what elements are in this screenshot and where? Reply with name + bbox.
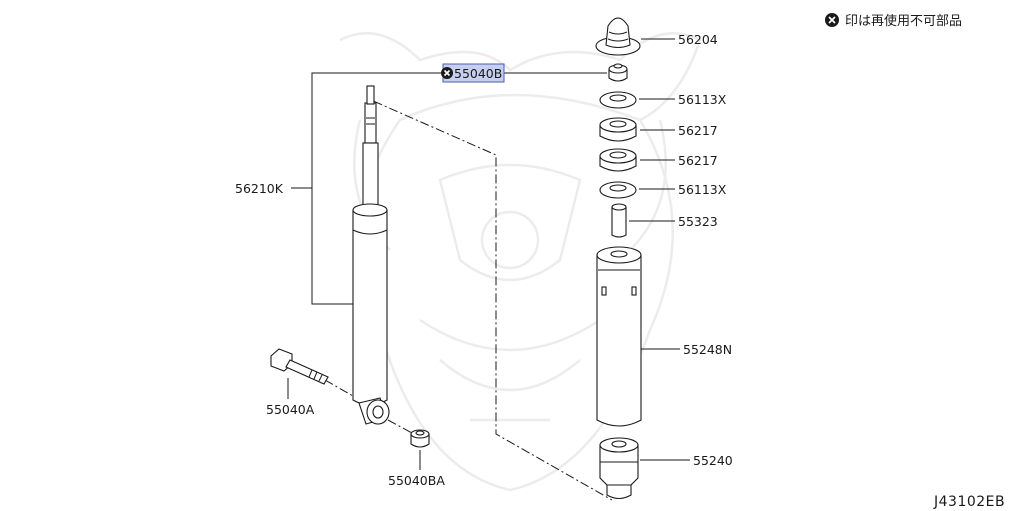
diagram-code: J43102EB (933, 494, 1005, 510)
part-55040b-nut[interactable] (608, 63, 628, 82)
part-label-55240[interactable]: 55240 (693, 453, 733, 468)
part-label-55040b: 55040B (454, 66, 502, 81)
part-55040ba-nut[interactable] (410, 429, 430, 448)
legend-text: 印は再使用不可部品 (845, 13, 962, 29)
part-label-55323[interactable]: 55323 (678, 214, 718, 229)
part-label-55248n[interactable]: 55248N (683, 342, 732, 357)
leader-lines (287, 38, 690, 470)
part-label-55040ba[interactable]: 55040BA (388, 473, 445, 488)
part-56113x-washer-top[interactable] (599, 91, 637, 109)
part-55248n-dust-boot[interactable] (596, 246, 642, 427)
part-55240-bump-stop[interactable] (599, 437, 639, 500)
part-56113x-washer-bottom[interactable] (599, 181, 637, 199)
part-label-56204[interactable]: 56204 (678, 32, 718, 47)
part-55323-spacer[interactable] (611, 203, 627, 238)
part-56217-bushing-bottom[interactable] (599, 148, 637, 172)
watermark-emblem (339, 32, 702, 492)
legend: 印は再使用不可部品 (825, 13, 962, 29)
part-label-55040a[interactable]: 55040A (266, 402, 315, 417)
part-56204-mount-cap[interactable] (595, 17, 641, 56)
part-label-56217-bottom[interactable]: 56217 (678, 153, 718, 168)
callout-55040b-highlighted[interactable]: 55040B (441, 63, 505, 83)
part-55040a-bolt[interactable] (270, 348, 329, 385)
part-label-56113x-bottom[interactable]: 56113X (678, 182, 727, 197)
part-label-56210k[interactable]: 56210K (235, 181, 284, 196)
part-label-56113x-top[interactable]: 56113X (678, 92, 727, 107)
alignment-lines (324, 86, 613, 501)
part-56210k-shock-absorber[interactable] (352, 85, 390, 425)
part-56217-bushing-top[interactable] (599, 117, 637, 142)
part-label-56217-top[interactable]: 56217 (678, 123, 718, 138)
